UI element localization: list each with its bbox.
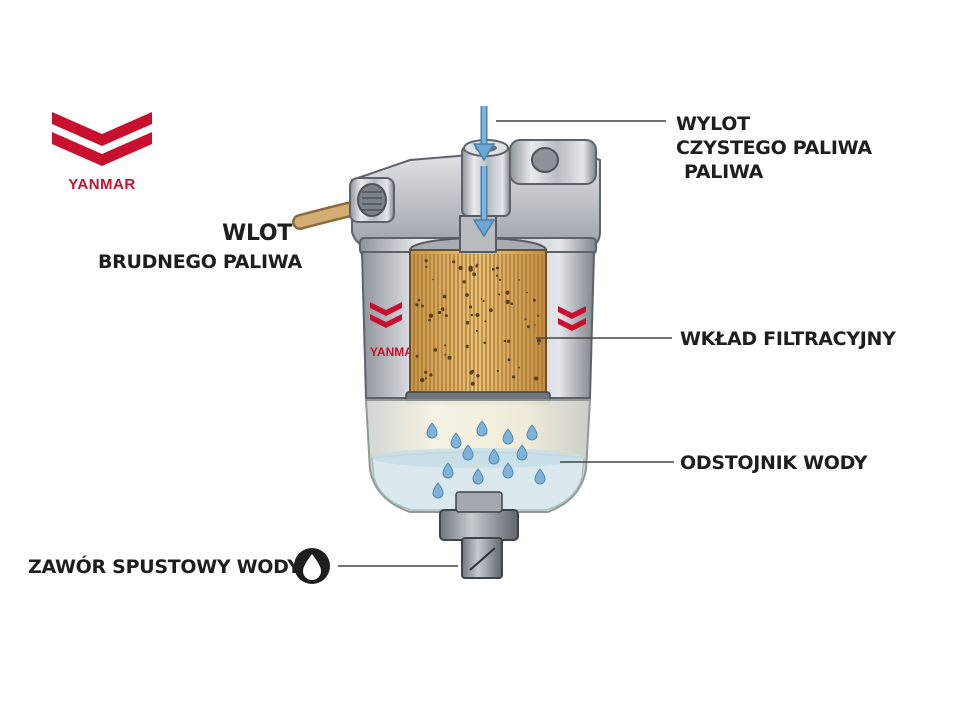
inlet-label-line1: WLOT xyxy=(222,221,293,246)
element-label: WKŁAD FILTRACYJNY xyxy=(680,328,896,350)
yanmar-logo-icon xyxy=(52,112,152,166)
sediment-label: ODSTOJNIK WODY xyxy=(680,452,868,474)
water-drop-icon xyxy=(294,548,330,584)
drain-valve xyxy=(439,491,519,579)
bowl-brand-text: YANMAR xyxy=(370,345,422,359)
sediment-bowl xyxy=(364,399,592,513)
drain-label: ZAWÓR SPUSTOWY WODY xyxy=(28,556,301,578)
outlet-label-line2: CZYSTEGO PALIWA xyxy=(676,137,872,159)
outlet-label-line3: PALIWA xyxy=(684,161,764,183)
outlet-label-line1: WYLOT xyxy=(676,113,750,135)
inlet-label-line2: BRUDNEGO PALIWA xyxy=(98,251,302,273)
filter-element xyxy=(405,215,551,405)
brand-name: YANMAR xyxy=(68,176,136,193)
down-arrow-icon xyxy=(472,106,496,238)
